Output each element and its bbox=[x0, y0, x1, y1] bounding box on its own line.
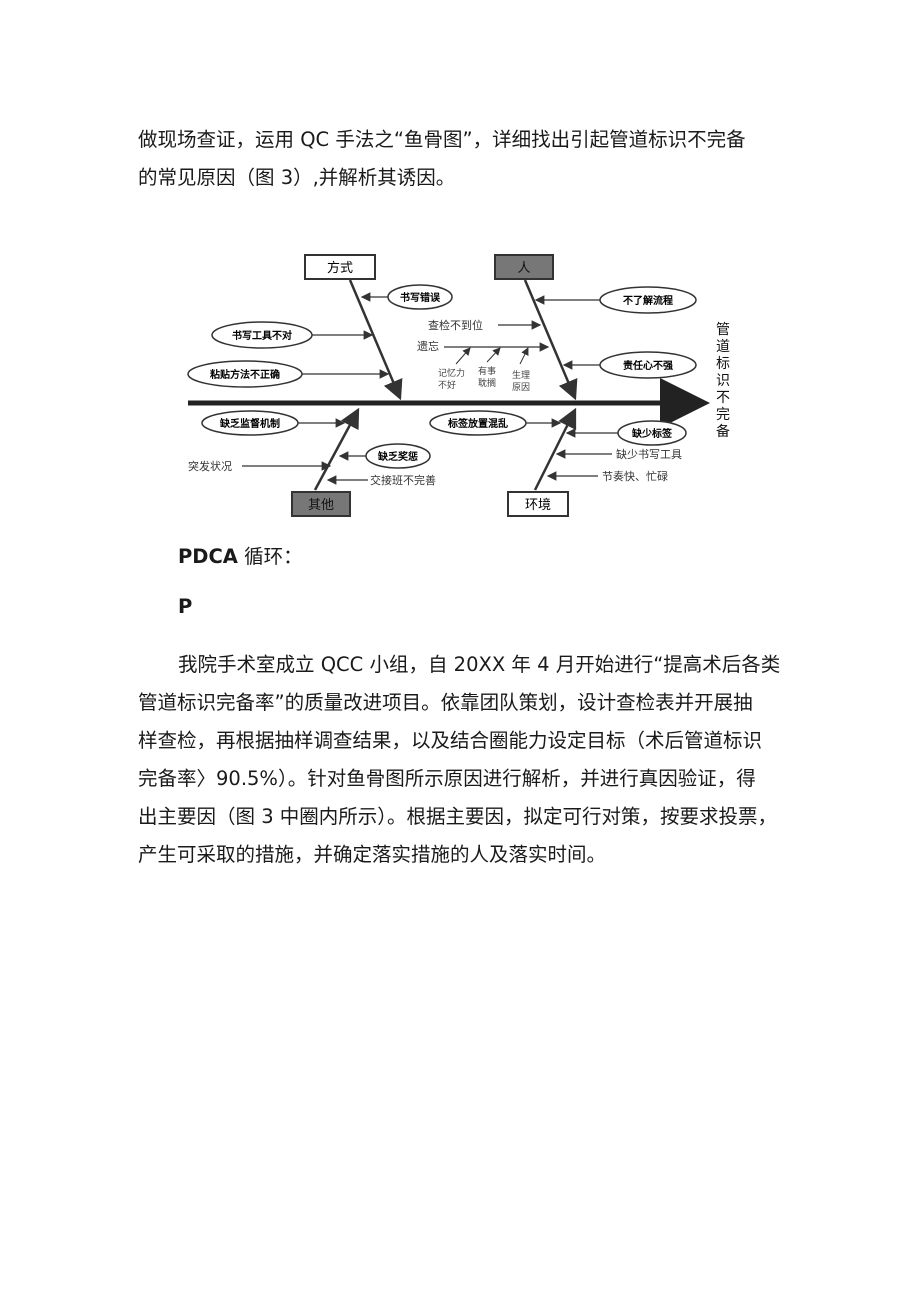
cause-irresponsible: 责任心不强 bbox=[623, 359, 673, 372]
category-box-other bbox=[291, 491, 351, 517]
category-box-environment bbox=[507, 491, 569, 517]
pdca-heading: PDCA 循环： bbox=[178, 540, 303, 574]
cause-sticking: 粘贴方法不正确 bbox=[210, 368, 280, 381]
cause-lack-reward: 缺乏奖惩 bbox=[377, 450, 418, 463]
body-line-2: 管道标识完备率”的质量改进项目。依靠团队策划，设计查检表并开展抽 bbox=[138, 691, 753, 714]
effect-label: 管道标识不完备 bbox=[716, 322, 730, 440]
cause-forget: 遗忘 bbox=[417, 339, 439, 353]
category-box-method bbox=[304, 254, 376, 280]
bone-person bbox=[523, 279, 578, 401]
cause-writing-tool: 书写工具不对 bbox=[232, 329, 292, 342]
body-line-5: 出主要因（图 3 中圈内所示）。根据主要因，拟定可行对策，按要求投票， bbox=[138, 805, 778, 828]
cause-lack-writing-tools: 缺少书写工具 bbox=[616, 447, 682, 461]
bone-method bbox=[348, 279, 403, 401]
cause-busy: 有事耽搁 bbox=[478, 365, 496, 389]
intro-paragraph: 做现场查证，运用 QC 手法之“鱼骨图”，详细找出引起管道标识不完备 的常见原因… bbox=[138, 121, 788, 197]
bone-other bbox=[313, 407, 360, 491]
category-label-method: 方式 bbox=[327, 260, 353, 276]
body-line-6: 产生可采取的措施，并确定落实措施的人及落实时间。 bbox=[138, 843, 607, 866]
cause-physiological: 生理原因 bbox=[512, 369, 530, 393]
category-box-person bbox=[494, 254, 554, 280]
body-line-1-text: 我院手术室成立 QCC 小组，自 20XX 年 4 月开始进行“提高术后各类 bbox=[178, 653, 781, 676]
arrow-memory bbox=[455, 347, 471, 365]
cause-label-confused: 标签放置混乱 bbox=[447, 417, 508, 430]
arrow-busy bbox=[486, 347, 501, 363]
intro-line-2: 的常见原因（图 3）,并解析其诱因。 bbox=[138, 166, 456, 189]
category-label-other: 其他 bbox=[308, 498, 334, 513]
category-label-person: 人 bbox=[517, 261, 530, 276]
pdca-heading-bold: PDCA bbox=[178, 545, 238, 568]
intro-line-1: 做现场查证，运用 QC 手法之“鱼骨图”，详细找出引起管道标识不完备 bbox=[138, 128, 746, 151]
pdca-heading-rest: 循环： bbox=[237, 545, 303, 568]
cause-handover: 交接班不完善 bbox=[370, 473, 436, 487]
cause-fast-pace: 节奏快、忙碌 bbox=[602, 469, 668, 483]
cause-memory-bad: 记忆力不好 bbox=[438, 367, 465, 391]
cause-emergency: 突发状况 bbox=[188, 459, 232, 473]
arrow-physiological bbox=[519, 347, 529, 365]
category-label-environment: 环境 bbox=[525, 498, 551, 513]
cause-lack-labels: 缺少标签 bbox=[631, 427, 673, 440]
cause-check-not-done: 查检不到位 bbox=[428, 318, 483, 332]
body-line-3: 样查检，再根据抽样调查结果，以及结合圈能力设定目标（术后管道标识 bbox=[138, 729, 763, 752]
cause-not-understand: 不了解流程 bbox=[623, 294, 673, 307]
cause-writing-error: 书写错误 bbox=[400, 291, 441, 304]
fishbone-diagram: 管道标识不完备 方式 人 其他 环境 书写错误 书写工具不对 粘贴方法不正确 查… bbox=[187, 254, 730, 517]
body-line-1: 我院手术室成立 QCC 小组，自 20XX 年 4 月开始进行“提高术后各类 bbox=[138, 646, 788, 684]
bone-environment bbox=[533, 407, 577, 491]
cause-lack-supervision: 缺乏监督机制 bbox=[219, 417, 280, 430]
body-paragraph: 我院手术室成立 QCC 小组，自 20XX 年 4 月开始进行“提高术后各类 管… bbox=[138, 646, 788, 874]
p-heading: P bbox=[178, 595, 193, 618]
body-line-4: 完备率〉90.5%）。针对鱼骨图所示原因进行解析，并进行真因验证，得 bbox=[138, 767, 756, 790]
